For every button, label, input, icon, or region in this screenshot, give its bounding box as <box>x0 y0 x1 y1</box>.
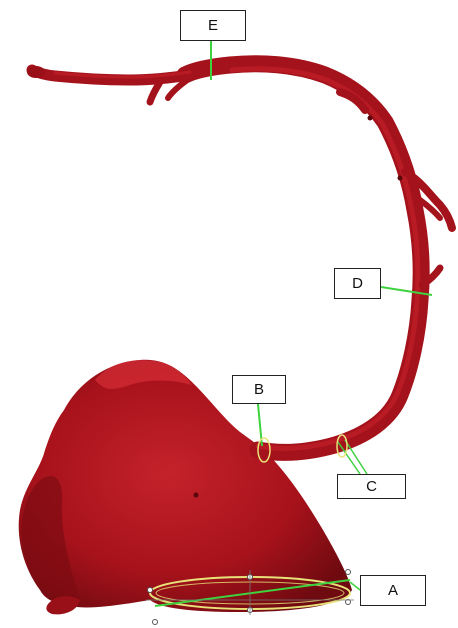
label-a: A <box>360 575 426 606</box>
label-d: D <box>334 268 381 299</box>
vessel-dot-2 <box>398 176 403 181</box>
heart-dot-marker <box>194 493 199 498</box>
vessel-tip <box>27 66 45 78</box>
vessel-trunk <box>185 64 421 453</box>
vessel-branch-left <box>150 82 160 102</box>
label-c: C <box>337 474 406 499</box>
vessel-dot-1 <box>368 116 373 121</box>
label-e: E <box>180 10 246 41</box>
label-b: B <box>232 375 286 404</box>
